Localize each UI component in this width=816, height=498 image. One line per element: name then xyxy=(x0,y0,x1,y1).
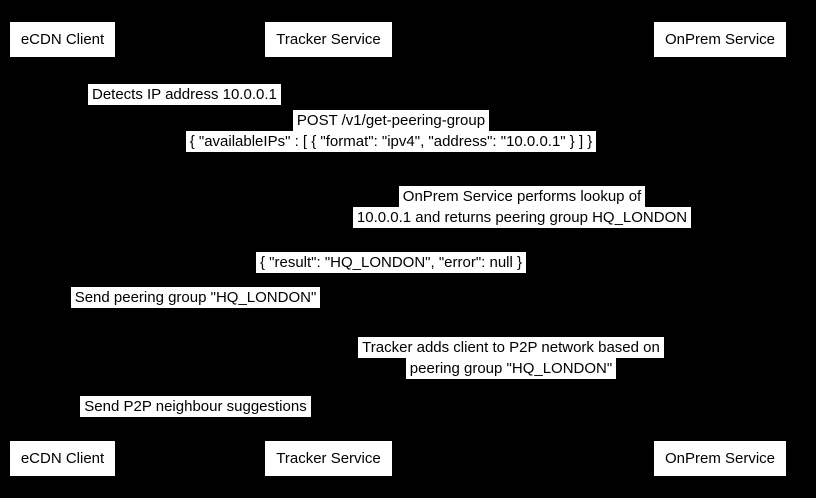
note-tracker-adds-client: Tracker adds client to P2P network based… xyxy=(352,337,670,379)
actor-bottom-onprem-service: OnPrem Service xyxy=(654,441,786,476)
message-send-peering-group: Send peering group "HQ_LONDON" xyxy=(62,287,329,308)
message-post-get-peering-group: POST /v1/get-peering-group { "availableI… xyxy=(62,110,720,152)
message-post-line1: POST /v1/get-peering-group xyxy=(292,110,490,131)
note-onprem-lookup: OnPrem Service performs lookup of 10.0.0… xyxy=(328,186,716,228)
message-send-peering-group-text: Send peering group "HQ_LONDON" xyxy=(70,287,321,308)
arrow-result-response xyxy=(62,275,720,276)
actor-bottom-tracker-service: Tracker Service xyxy=(265,441,392,476)
lifeline-ecdn-client xyxy=(62,57,63,441)
note-tracker-adds-client-line1: Tracker adds client to P2P network based… xyxy=(358,337,664,358)
arrow-send-suggestions xyxy=(62,419,329,420)
arrow-send-peering-group xyxy=(62,310,329,311)
note-detect-ip-text: Detects IP address 10.0.0.1 xyxy=(88,84,281,105)
message-post-line2: { "availableIPs" : [ { "format": "ipv4",… xyxy=(185,131,597,152)
note-tracker-adds-client-line2: peering group "HQ_LONDON" xyxy=(405,358,617,379)
lifeline-tracker-service xyxy=(328,57,329,441)
message-send-suggestions-text: Send P2P neighbour suggestions xyxy=(80,396,311,417)
message-result: { "result": "HQ_LONDON", "error": null } xyxy=(62,252,720,273)
note-detect-ip: Detects IP address 10.0.0.1 xyxy=(88,84,488,105)
note-onprem-lookup-line2: 10.0.0.1 and returns peering group HQ_LO… xyxy=(352,207,692,228)
actor-bottom-ecdn-client: eCDN Client xyxy=(10,441,115,476)
arrow-post-request xyxy=(62,163,720,164)
lifeline-onprem-service xyxy=(720,57,721,441)
message-send-suggestions: Send P2P neighbour suggestions xyxy=(62,396,329,417)
actor-top-ecdn-client: eCDN Client xyxy=(10,22,115,57)
note-onprem-lookup-line1: OnPrem Service performs lookup of xyxy=(398,186,646,207)
actor-top-onprem-service: OnPrem Service xyxy=(654,22,786,57)
message-result-text: { "result": "HQ_LONDON", "error": null } xyxy=(255,252,527,273)
actor-top-tracker-service: Tracker Service xyxy=(265,22,392,57)
